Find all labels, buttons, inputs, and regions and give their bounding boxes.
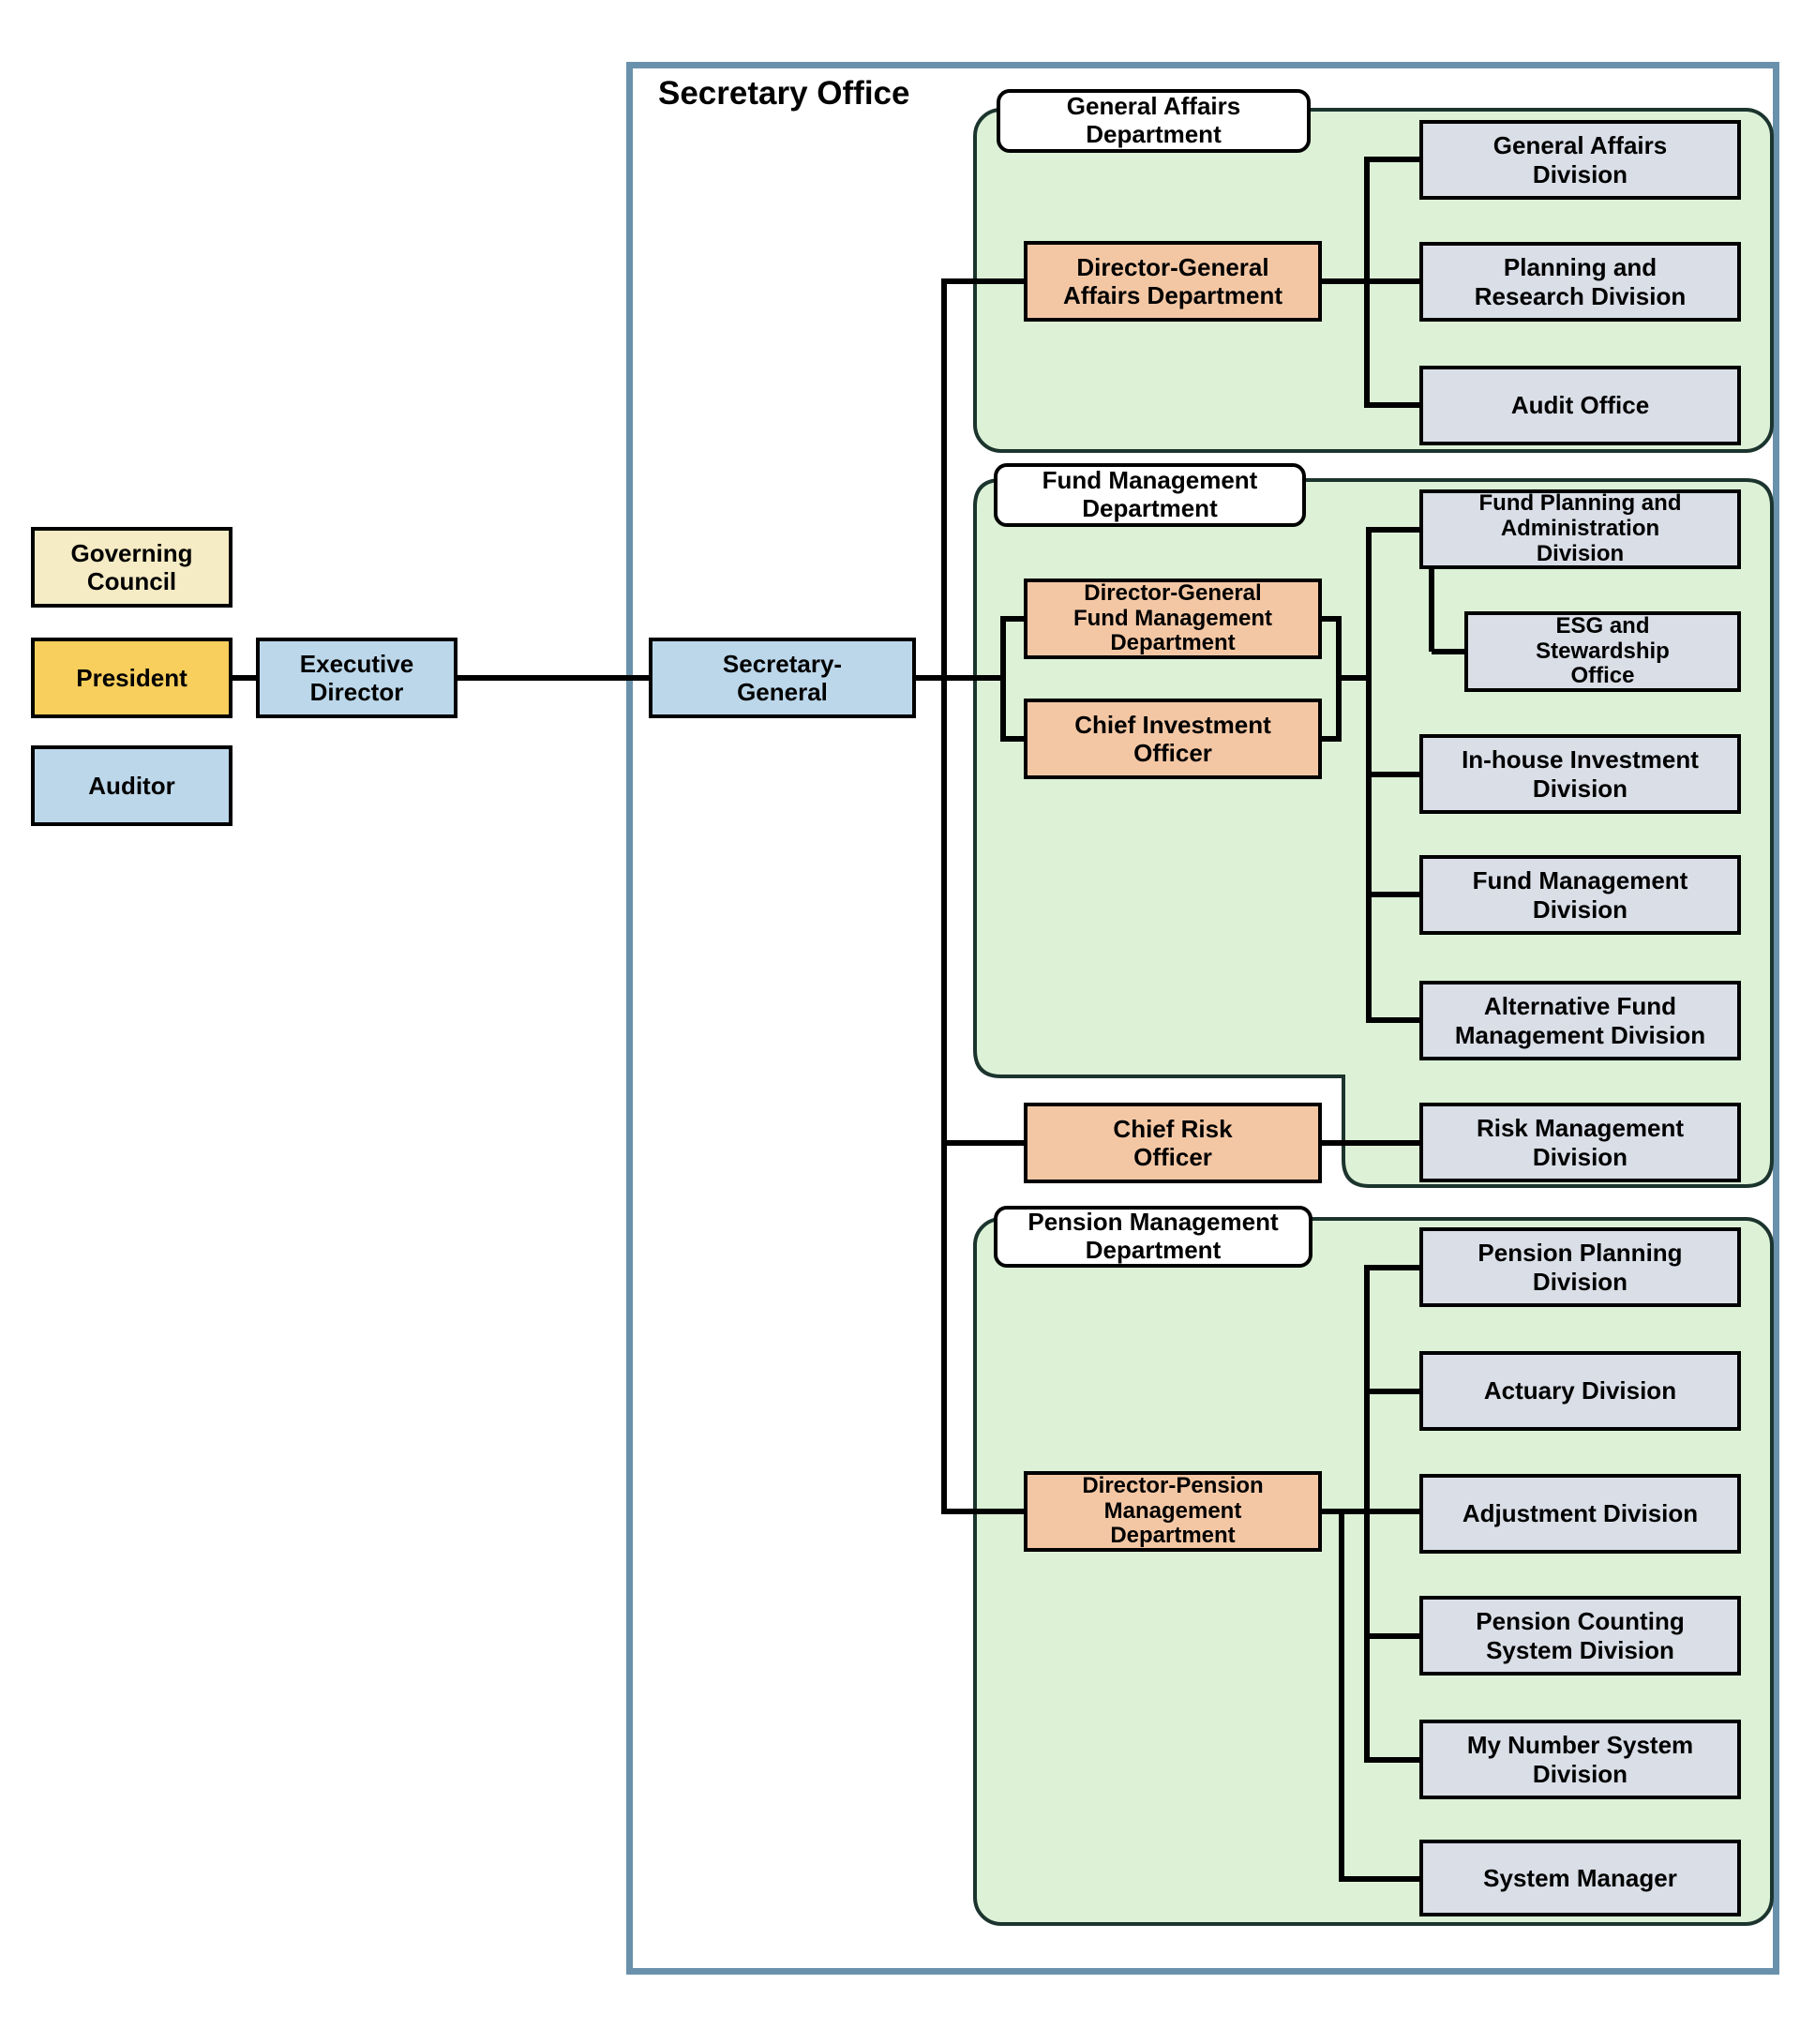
node-chief-investment-officer: Chief Investment Officer	[1024, 699, 1322, 779]
connector-lines	[228, 157, 1468, 1882]
label-pension-management-department: Pension Management Department	[994, 1206, 1312, 1268]
node-general-affairs-division: General Affairs Division	[1419, 120, 1741, 200]
node-auditor: Auditor	[31, 745, 232, 826]
node-actuary-division: Actuary Division	[1419, 1351, 1741, 1431]
node-audit-office: Audit Office	[1419, 366, 1741, 445]
secretary-office-title: Secretary Office	[658, 75, 910, 112]
node-director-general-affairs: Director-General Affairs Department	[1024, 241, 1322, 322]
node-fund-management-division: Fund Management Division	[1419, 855, 1741, 935]
node-adjustment-division: Adjustment Division	[1419, 1474, 1741, 1554]
node-governing-council: Governing Council	[31, 527, 232, 608]
label-general-affairs-department: General Affairs Department	[997, 89, 1311, 153]
node-risk-management-division: Risk Management Division	[1419, 1103, 1741, 1182]
node-secretary-general: Secretary- General	[649, 638, 916, 718]
node-planning-research-division: Planning and Research Division	[1419, 242, 1741, 322]
node-inhouse-investment-division: In-house Investment Division	[1419, 734, 1741, 814]
node-alternative-fund-management-division: Alternative Fund Management Division	[1419, 981, 1741, 1060]
node-executive-director: Executive Director	[256, 638, 458, 718]
panel-pension-management	[973, 1217, 1774, 1926]
node-my-number-system-division: My Number System Division	[1419, 1720, 1741, 1799]
node-director-fund-management: Director-General Fund Management Departm…	[1024, 579, 1322, 659]
node-fund-planning-administration-division: Fund Planning and Administration Divisio…	[1419, 489, 1741, 569]
node-director-pension-management: Director-Pension Management Department	[1024, 1471, 1322, 1552]
node-system-manager: System Manager	[1419, 1840, 1741, 1916]
node-pension-planning-division: Pension Planning Division	[1419, 1227, 1741, 1307]
node-chief-risk-officer: Chief Risk Officer	[1024, 1103, 1322, 1183]
node-pension-counting-system-division: Pension Counting System Division	[1419, 1596, 1741, 1676]
node-esg-stewardship-office: ESG and Stewardship Office	[1464, 611, 1741, 692]
label-fund-management-department: Fund Management Department	[994, 463, 1306, 527]
node-president: President	[31, 638, 232, 718]
secretary-office-frame	[626, 62, 1779, 1975]
